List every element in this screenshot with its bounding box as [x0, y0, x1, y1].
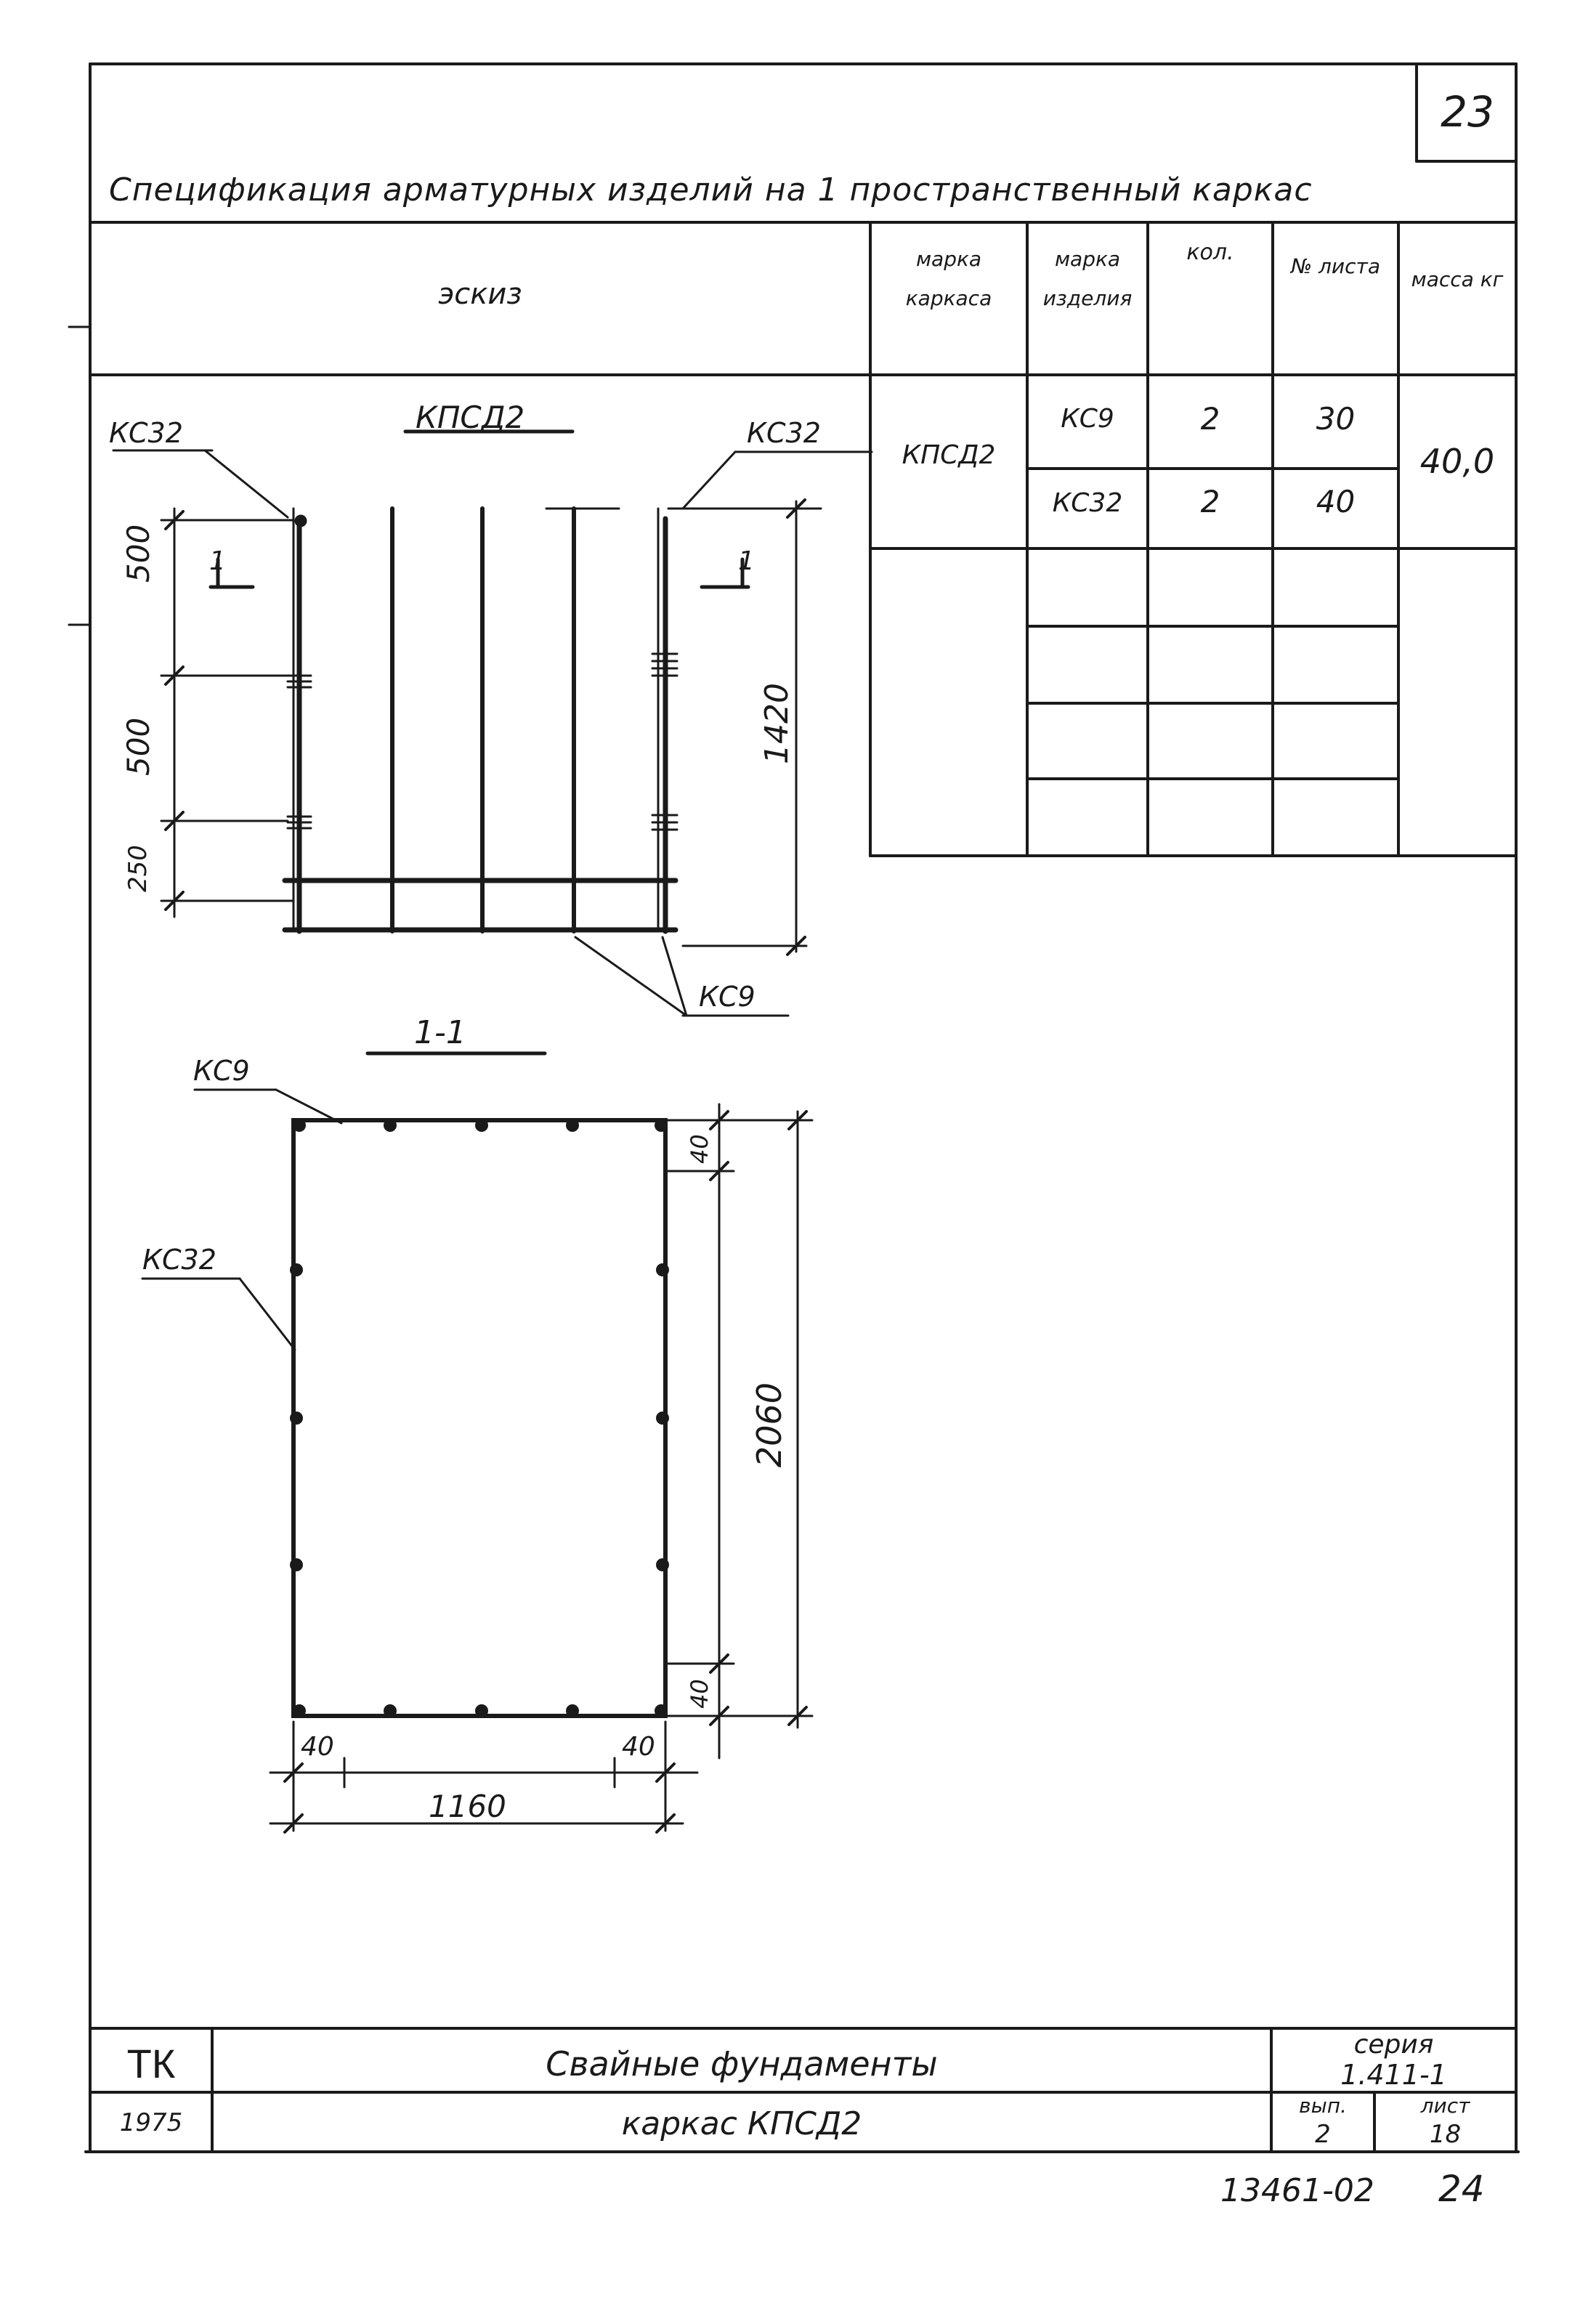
- dim-1420: 1420: [758, 683, 795, 764]
- label-kc9-section: КС9: [193, 1055, 250, 1087]
- stamp-org: ТК: [126, 2041, 176, 2086]
- stamp-series-value: 1.411-1: [1340, 2059, 1447, 2091]
- table-header-qty: кол.: [1186, 240, 1234, 265]
- stamp-year: 1975: [119, 2108, 183, 2137]
- section-title: 1-1: [414, 1014, 466, 1051]
- stamp-sheet-value: 18: [1429, 2120, 1462, 2149]
- table-frame-mark: КПСД2: [902, 440, 996, 470]
- table-row-2-qty: 2: [1200, 484, 1220, 519]
- dim-2060: 2060: [750, 1382, 789, 1467]
- label-kc32-left: КС32: [109, 417, 183, 449]
- stamp-series-label: серия: [1353, 2030, 1434, 2060]
- sheet-number-box: [1415, 62, 1518, 163]
- stamp-issue-value: 2: [1315, 2120, 1331, 2149]
- frame-section: [141, 1051, 814, 1834]
- stamp-project: Свайные фундаменты: [546, 2044, 938, 2084]
- table-row-1-sheet: 30: [1316, 401, 1356, 437]
- stamp-drawing-title: каркас КПСД2: [621, 2105, 862, 2142]
- dim-40-right: 40: [622, 1732, 655, 1762]
- dim-1160: 1160: [429, 1789, 506, 1824]
- dim-40-bottom: 40: [686, 1679, 713, 1709]
- elevation-title: КПСД2: [416, 400, 525, 435]
- title-block-grid: [89, 2027, 1518, 2153]
- stamp-sheet-label: лист: [1420, 2094, 1470, 2118]
- table-header-sheet-no: № листа: [1291, 254, 1380, 278]
- section-mark-right: 1: [738, 546, 755, 576]
- label-kc32-right: КС32: [747, 417, 821, 449]
- table-row-2-sheet: 40: [1316, 484, 1356, 519]
- table-header-frame-mark: марка каркаса: [905, 247, 992, 310]
- label-kc9-bottom: КС9: [699, 981, 756, 1013]
- table-mass-value: 40,0: [1419, 442, 1495, 481]
- dim-40-left: 40: [301, 1732, 334, 1762]
- frame-elevation: [112, 429, 873, 1017]
- spec-table-grid: [89, 221, 1518, 857]
- table-header-sketch: эскиз: [438, 278, 522, 311]
- stamp-issue-label: вып.: [1299, 2094, 1347, 2118]
- spec-title: Спецификация арматурных изделий на 1 про…: [109, 171, 1313, 208]
- label-kc32-section: КС32: [142, 1244, 216, 1276]
- dim-500-top: 500: [121, 524, 156, 583]
- table-row-1-qty: 2: [1200, 401, 1220, 437]
- archive-number: 13461-02: [1220, 2172, 1374, 2209]
- dim-500-middle: 500: [121, 717, 156, 776]
- sheet-number: 23: [1441, 87, 1494, 137]
- dim-40-top: 40: [686, 1134, 713, 1164]
- sheet-frame: [68, 62, 1520, 2153]
- dim-250: 250: [123, 845, 153, 892]
- table-row-1-item: КС9: [1061, 404, 1114, 434]
- archive-page: 24: [1438, 2168, 1485, 2210]
- table-header-item-mark: марка изделия: [1042, 247, 1133, 310]
- table-row-2-item: КС32: [1052, 488, 1123, 518]
- section-mark-left: 1: [209, 546, 226, 576]
- table-header-mass: масса кг: [1411, 267, 1504, 291]
